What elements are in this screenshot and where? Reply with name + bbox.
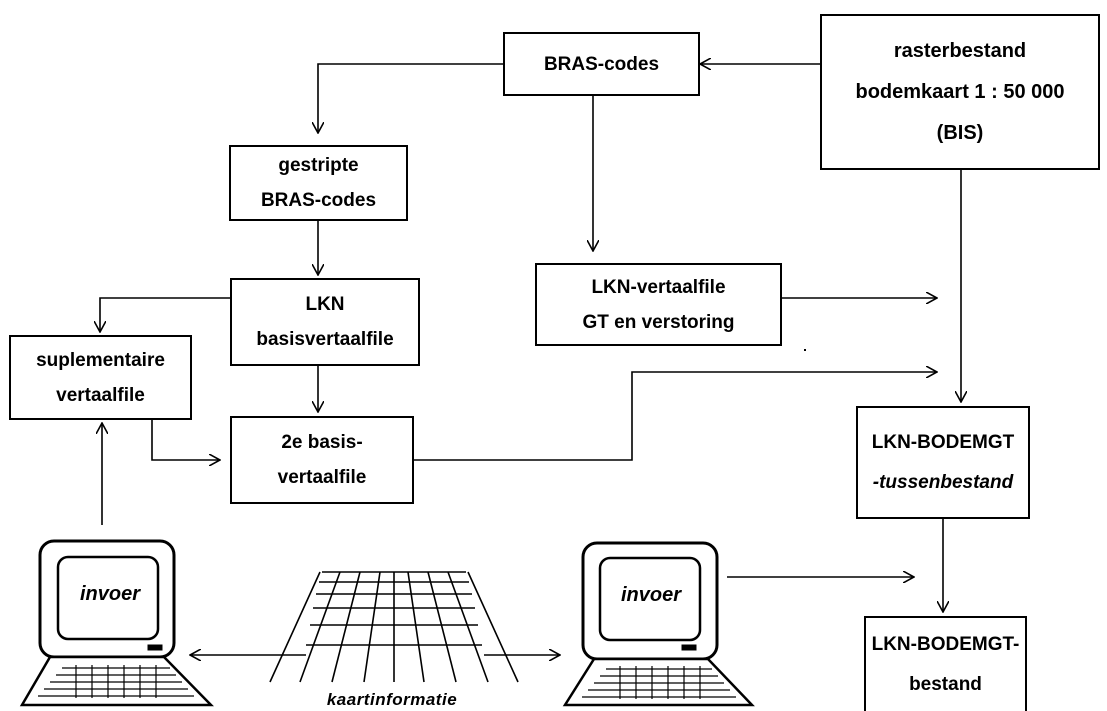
rasterbestand-line-2: bodemkaart 1 : 50 000 xyxy=(855,80,1065,103)
tweede-basis-line-1: 2e basis- xyxy=(281,432,363,453)
bestand-line-2: bestand xyxy=(909,673,982,695)
gestripte-box: gestripte BRAS-codes xyxy=(229,145,408,221)
lkn-vertaalfile-line-2: GT en verstoring xyxy=(582,311,735,333)
gestripte-line-2: BRAS-codes xyxy=(260,190,377,211)
gestripte-line-1: gestripte xyxy=(278,155,359,176)
rasterbestand-line-1: rasterbestand xyxy=(893,39,1027,62)
lkn-vertaalfile-line-1: LKN-vertaalfile xyxy=(591,276,726,298)
bodemgt-bestand-box: LKN-BODEMGT- bestand xyxy=(864,616,1027,711)
bras-codes-line-1: BRAS-codes xyxy=(543,53,660,75)
edge-suplementaire-to-tweede-basis xyxy=(151,420,220,460)
lkn-basis-line-2: basisvertaalfile xyxy=(256,329,394,350)
rasterbestand-box: rasterbestand bodemkaart 1 : 50 000 (BIS… xyxy=(820,14,1100,170)
suplementaire-line-2: vertaalfile xyxy=(56,384,145,406)
map-caption: kaartinformatie xyxy=(326,690,458,709)
tweede-basisvertaalfile-box: 2e basis- vertaalfile xyxy=(230,416,414,504)
computer-left-icon xyxy=(19,539,214,707)
tussenbestand-line-1: LKN-BODEMGT xyxy=(871,431,1015,453)
edge-bras-to-gestripte xyxy=(318,63,503,133)
bras-codes-box: BRAS-codes xyxy=(503,32,700,96)
tweede-basis-line-2: vertaalfile xyxy=(277,467,367,488)
tussenbestand-line-2: -tussenbestand xyxy=(872,471,1014,493)
tussenbestand-box: LKN-BODEMGT -tussenbestand xyxy=(856,406,1030,519)
right-screen-label: invoer xyxy=(620,584,682,606)
suplementaire-box: suplementaire vertaalfile xyxy=(9,335,192,420)
edge-lkn-basis-to-suplementaire xyxy=(100,297,230,332)
rasterbestand-line-3: (BIS) xyxy=(936,121,984,144)
lkn-vertaalfile-box: LKN-vertaalfile GT en verstoring xyxy=(535,263,782,346)
lkn-basisvertaalfile-box: LKN basisvertaalfile xyxy=(230,278,420,366)
suplementaire-line-1: suplementaire xyxy=(36,349,165,371)
computer-right-icon xyxy=(562,541,755,707)
left-screen-label: invoer xyxy=(79,583,141,605)
edge-tweede-basis-to-tussenbestand xyxy=(414,372,937,461)
map-grid-icon xyxy=(269,571,519,683)
lkn-basis-line-1: LKN xyxy=(305,294,345,315)
bestand-line-1: LKN-BODEMGT- xyxy=(871,633,1020,655)
